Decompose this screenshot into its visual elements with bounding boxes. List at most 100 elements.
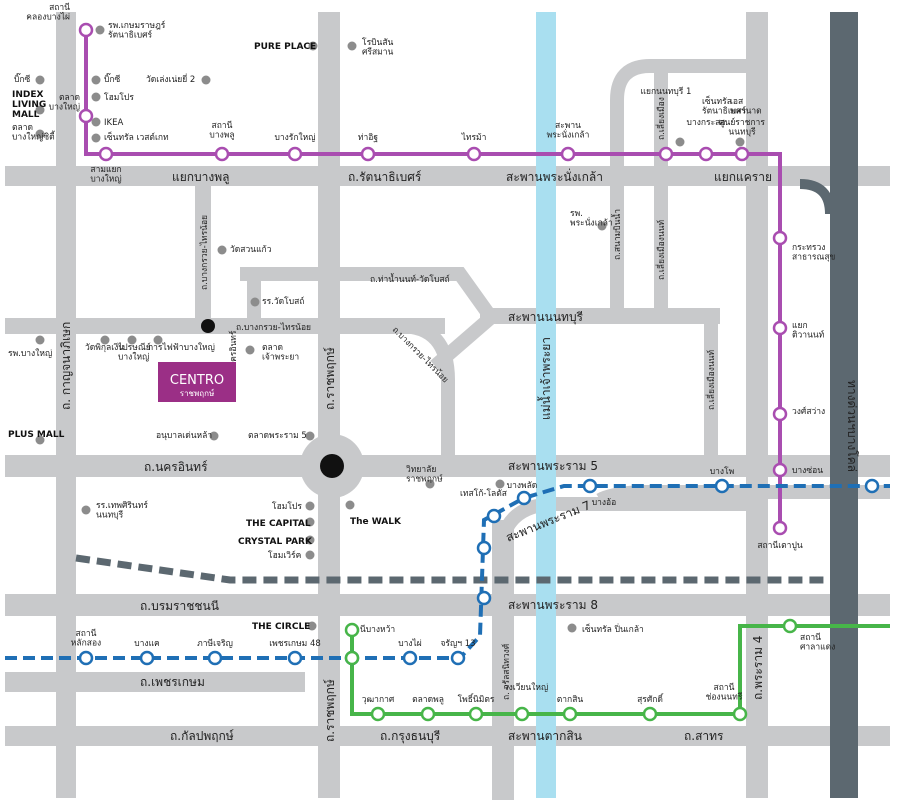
poi-crystal_park: CRYSTAL PARK [238,537,313,547]
green-station-6-label: สถานีช่องนนทรี [706,682,743,702]
blue-station-2-marker [207,650,223,666]
green-station-bangwa [344,650,360,666]
purple-station-7-label: สะพานพระนั่งเกล้า [547,121,590,140]
road-phetkasem [5,672,305,692]
poi-home_work: โฮมเวิร์ค [268,550,301,561]
road-rama4 [746,12,768,798]
green-station-4-marker [562,706,578,722]
blue-station-8-label: บางอ้อ [592,497,617,508]
river-chao-phraya [536,12,556,798]
road-label-sathon: ถ.สาทร [684,729,724,743]
purple-station-12-marker [772,320,788,336]
road-kanchanaphisek [56,12,76,798]
road-label-ratchaphruek: ถ.ราชพฤกษ์ [323,347,337,410]
poi-the_capital: THE CAPITAL [246,519,311,529]
poi-school_wat_bot-dot [250,297,260,307]
poi-thepsirin: รร.เทพศิรินทร์นนทบุรี [96,500,148,520]
green-station-1-marker [420,706,436,722]
road-label-charansanitwong: ถ. จรัลสนิทวงศ์ [501,643,512,700]
road-label-rama8_bridge: สะพานพระราม 8 [508,598,598,612]
poi-the_walk-dot [345,500,355,510]
purple-station-4-marker [287,146,303,162]
expressway-ramp [799,179,835,215]
poi-wat_suan_kaew: วัดสวนแก้ว [230,244,272,255]
blue-station-7-marker [516,490,532,506]
poi-bigc_top-dot [35,75,45,85]
expressway [830,12,858,798]
road-rattanathibet [5,166,890,186]
purple-station-1-label: ตลาดบางใหญ่ [49,93,80,112]
purple-station-5-label: ท่าอิฐ [358,133,378,143]
poi-wat_suan_kaew-dot [217,245,227,255]
purple-station-0-label: สถานีคลองบางไผ่ [26,2,70,22]
blue-station-extra-1 [476,590,492,606]
poi-thepsirin-dot [81,505,91,515]
poi-bigc_top: บิ๊กซี [14,72,31,85]
interchange-dot [320,454,344,478]
road-label-phra_nangklao_bridge: สะพานพระนั่งเกล้า [506,168,603,184]
blue-station-end-1 [486,508,502,524]
poi-hosp_bangyai: รพ.บางใหญ่ [8,348,52,359]
purple-station-8-marker [658,146,674,162]
road-label-rattanathibet: ถ.รัตนาธิเบศร์ [348,170,422,184]
road-label-expressway: ทางด่วนฯบางโคล่ [845,380,859,472]
poi-wat_phikul-dot [100,335,110,345]
road-label-nakhon_in: ถ.นครอินทร์ [144,460,208,474]
road-label-khae_rai_junction: แยกแคราย [714,170,772,184]
poi-esplanade-dot [735,137,745,147]
blue-station-1-label: บางแค [134,639,159,649]
poi-homepro_top: โฮมโปร [104,92,134,103]
poi-central_rattana-dot [675,137,685,147]
poi-market_bangyai: ตลาดบางใหญ่ซิตี้ [12,123,56,142]
road-label-rama5_bridge: สะพานพระราม 5 [508,459,598,473]
blue-station-extra-0 [476,540,492,556]
road-label-phetkasem: ถ.เพชรเกษม [140,675,205,689]
purple-station-6-marker [466,146,482,162]
purple-station-1-marker [78,108,94,124]
poi-homepro_2-dot [305,501,315,511]
poi-pranangklao_hosp: รพ.พระนั่งเกล้า [570,209,613,228]
poi-the_circle-dot [307,621,317,631]
junction-dot [201,319,215,333]
green-station-2-label: โพธิ์นิมิตร [458,693,495,705]
railway [75,554,830,584]
purple-station-9-marker [698,146,714,162]
green-station-7-marker [782,618,798,634]
poi-central_pinklao-dot [567,623,577,633]
poi-esplanade: เอสพลานาด [730,97,762,116]
blue-station-8-marker [582,478,598,494]
poi-kasemrad: รพ.เกษมราษฎร์รัตนาธิเบศร์ [108,20,166,40]
poi-ratchaphruek_college: วิทยาลัยราชพฤกษ์ [406,465,443,484]
purple-station-9-label: บางกระสอ [687,118,726,128]
poi-market_rama5: ตลาดพระราม 5 [248,431,307,441]
poi-anuban-dot [209,431,219,441]
road-label-borommaratchachonnani: ถ.บรมราชชนนี [140,599,219,613]
blue-station-9-marker [714,478,730,494]
road-label-bangkruai_sainoi_h: ถ.บางกรวย-ไทรน้อย [236,322,311,333]
green-station-top [344,622,360,638]
poi-kasemrad-dot [95,25,105,35]
poi-ikea-dot [91,117,101,127]
road-nakhon-in [5,455,890,477]
poi-central_rattana: เซ็นทรัลรัตนาธิเบศร์ [702,95,747,116]
road-label-liang_muang_3: ถ.เลี่ยงเมืองนนท์ [705,350,717,410]
blue-station-end-0 [864,478,880,494]
road-liang-muang [654,66,668,312]
blue-station-2-label: ภาษีเจริญ [197,638,233,649]
poi-wat_lamai-dot [201,75,211,85]
purple-station-14-label: บางซ่อน [792,466,823,476]
road-tha-nam [240,267,496,321]
blue-station-6-label: จรัญฯ 13 [440,639,475,649]
labels-layer: แยกบางพลู ถ.รัตนาธิเบศร์ สะพานพระนั่งเกล้า… [59,97,859,744]
poi-robinson-dot [347,41,357,51]
poi-market_bangyai-dot [35,129,45,139]
road-label-bangphlu_junction: แยกบางพลู [172,170,230,185]
green-station-7-label: สถานีศาลาแดง [800,632,835,652]
centro-logo-sub: ราชพฤกษ์ [180,388,215,398]
poi-electric: การไฟฟ้าบางใหญ่ [148,342,215,353]
stations-layer: สถานีคลองบางไผ่ตลาดบางใหญ่สามแยกบางใหญ่ส… [26,2,880,722]
purple-station-15-marker [772,520,788,536]
road-label-sanambin_nam: ถ.สนามบินน้ำ [611,209,623,260]
purple-station-11-label: กระทรวงสาธารณสุข [792,243,836,262]
